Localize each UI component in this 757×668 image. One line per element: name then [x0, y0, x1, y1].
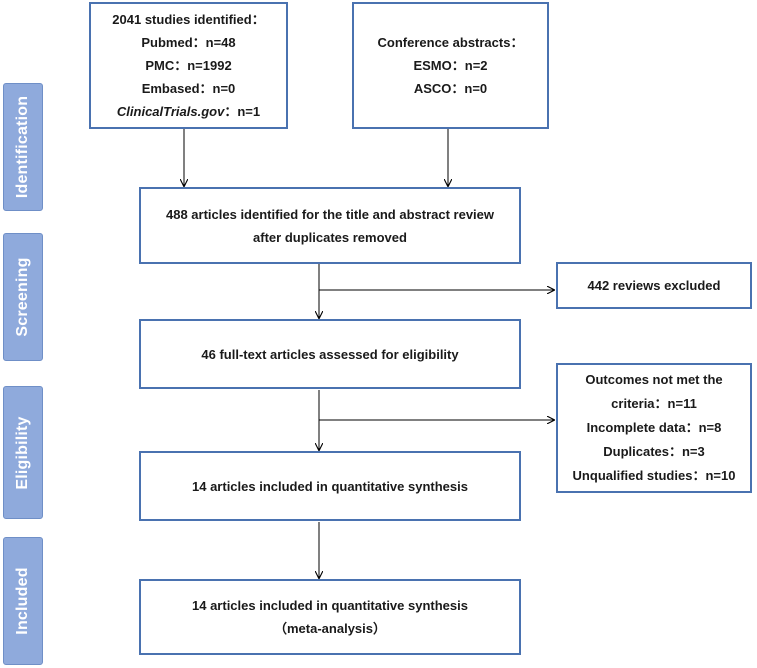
- database-source-pubmed: Pubmed：n=48: [141, 35, 236, 50]
- database-source-pmc: PMC：n=1992: [145, 58, 232, 73]
- conference-source-asco: ASCO：n=0: [413, 81, 488, 96]
- reviews-excluded-text: 442 reviews excluded: [587, 278, 721, 293]
- screening-box: 488 articles identified for the title an…: [139, 187, 521, 264]
- conference-sources-title: Conference abstracts：: [377, 35, 524, 50]
- conference-source-esmo: ESMO：n=2: [413, 58, 488, 73]
- stage-screening: Screening: [3, 233, 43, 361]
- exclusion-outcomes-count: criteria：n=11: [611, 396, 697, 411]
- screening-line-2: after duplicates removed: [253, 229, 407, 245]
- stage-eligibility: Eligibility: [3, 386, 43, 519]
- database-sources-title: 2041 studies identified：: [112, 12, 265, 27]
- conference-sources-box: Conference abstracts： ESMO：n=2 ASCO：n=0: [352, 2, 549, 129]
- reviews-excluded-box: 442 reviews excluded: [556, 262, 752, 309]
- exclusion-unqualified: Unqualified studies：n=10: [572, 468, 736, 483]
- full-text-box: 46 full-text articles assessed for eligi…: [139, 319, 521, 389]
- quantitative-synthesis-box: 14 articles included in quantitative syn…: [139, 451, 521, 521]
- exclusion-duplicates: Duplicates：n=3: [603, 444, 705, 459]
- meta-analysis-line-2: （meta-analysis）: [274, 621, 386, 636]
- quantitative-synthesis-label: 14 articles included in quantitative syn…: [192, 478, 468, 494]
- exclusions-box: Outcomes not met the criteria：n=11 Incom…: [556, 363, 752, 493]
- exclusion-outcomes: Outcomes not met the: [585, 372, 723, 387]
- meta-analysis-line-1: 14 articles included in quantitative syn…: [192, 598, 468, 613]
- clinicaltrials-count: ：n=1: [224, 104, 261, 119]
- stage-included: Included: [3, 537, 43, 665]
- database-source-embase: Embased：n=0: [141, 81, 236, 96]
- clinicaltrials-name: ClinicalTrials.gov: [116, 104, 225, 119]
- screening-line-1: 488 articles identified for the title an…: [166, 206, 494, 222]
- database-source-clinicaltrials: ClinicalTrials.gov：n=1: [117, 100, 260, 123]
- stage-identification: Identification: [3, 83, 43, 211]
- meta-analysis-box: 14 articles included in quantitative syn…: [139, 579, 521, 655]
- full-text-label: 46 full-text articles assessed for eligi…: [201, 346, 459, 362]
- database-sources-box: 2041 studies identified： Pubmed：n=48 PMC…: [89, 2, 288, 129]
- exclusion-incomplete-data: Incomplete data：n=8: [586, 420, 722, 435]
